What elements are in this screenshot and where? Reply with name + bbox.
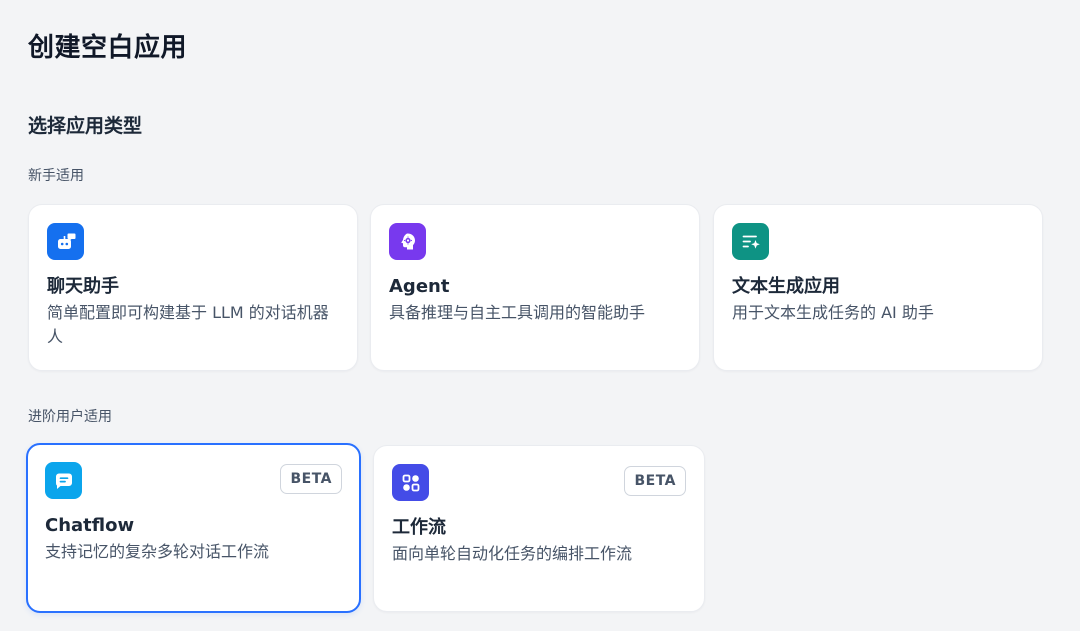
chat-bubble-icon: [45, 462, 82, 499]
page-title: 创建空白应用: [28, 33, 188, 63]
card-title: 文本生成应用: [732, 276, 840, 297]
section-title: 选择应用类型: [28, 115, 143, 137]
text-sparkle-icon: [732, 223, 769, 260]
app-type-card-agent[interactable]: Agent 具备推理与自主工具调用的智能助手: [370, 204, 700, 371]
card-description: 面向单轮自动化任务的编排工作流: [392, 544, 633, 563]
card-description: 简单配置即可构建基于 LLM 的对话机器人: [47, 303, 329, 346]
group-label-beginner: 新手适用: [28, 168, 84, 184]
card-description: 具备推理与自主工具调用的智能助手: [389, 303, 646, 322]
app-type-card-chatflow[interactable]: BETA Chatflow 支持记忆的复杂多轮对话工作流: [26, 443, 361, 613]
card-title: 聊天助手: [47, 276, 119, 297]
card-description: 支持记忆的复杂多轮对话工作流: [45, 542, 270, 561]
app-type-card-text-generator[interactable]: 文本生成应用 用于文本生成任务的 AI 助手: [713, 204, 1043, 371]
card-title: 工作流: [392, 517, 446, 538]
app-type-card-chat-assistant[interactable]: 聊天助手 简单配置即可构建基于 LLM 的对话机器人: [28, 204, 358, 371]
agent-brain-icon: [389, 223, 426, 260]
card-description: 用于文本生成任务的 AI 助手: [732, 303, 934, 322]
card-title: Agent: [389, 276, 450, 297]
card-title: Chatflow: [45, 515, 135, 536]
beta-badge: BETA: [624, 466, 686, 496]
workflow-nodes-icon: [392, 464, 429, 501]
group-label-advanced: 进阶用户适用: [28, 409, 112, 425]
beta-badge: BETA: [280, 464, 342, 494]
robot-icon: [47, 223, 84, 260]
app-type-card-workflow[interactable]: BETA 工作流 面向单轮自动化任务的编排工作流: [373, 445, 705, 612]
